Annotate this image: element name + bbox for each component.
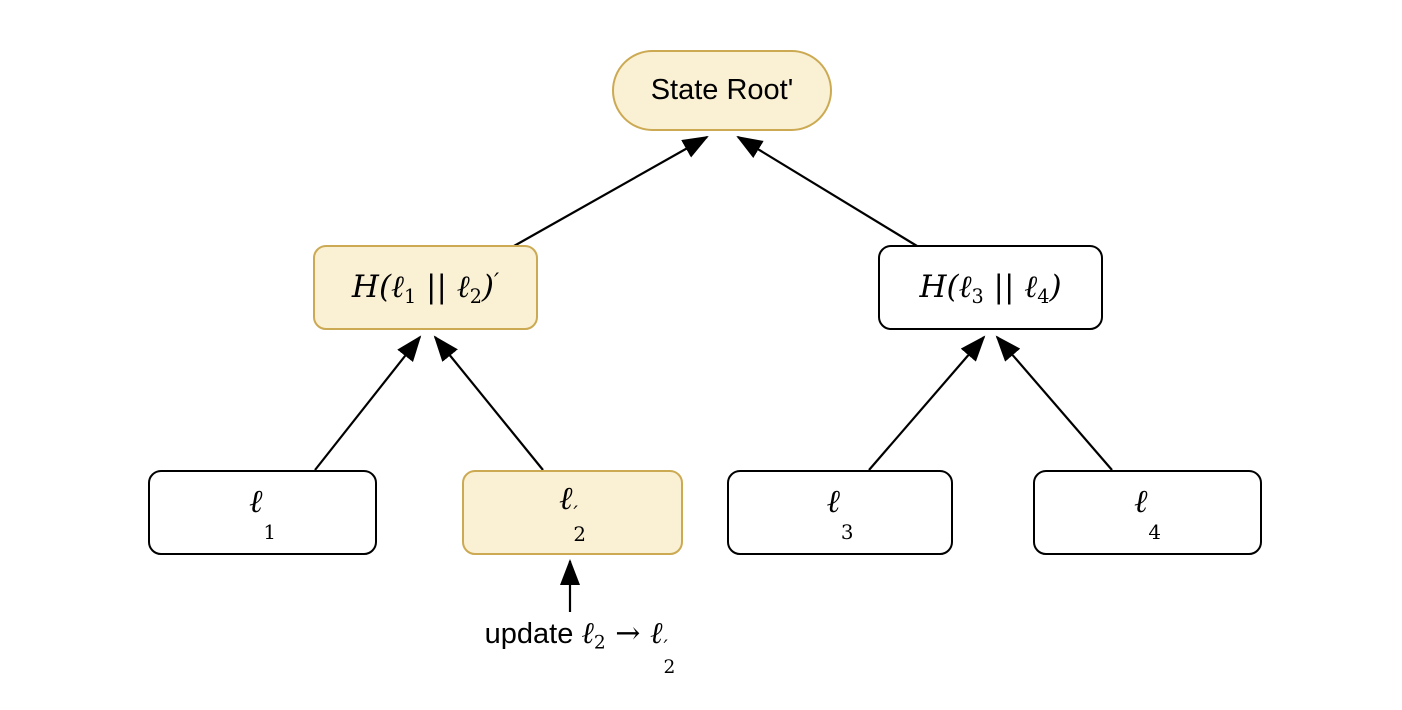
edge-hash12-to-root bbox=[513, 136, 709, 247]
hash-left-label: H(ℓ1 || ℓ2)′ bbox=[351, 269, 500, 308]
update-annotation-prefix: update bbox=[484, 618, 582, 650]
edge-leaf4-to-hash34 bbox=[995, 335, 1113, 471]
hash-right-label: H(ℓ3 || ℓ4) bbox=[919, 269, 1062, 308]
node-state-root: State Root' bbox=[612, 50, 832, 131]
edge-leaf1-to-hash12 bbox=[314, 335, 422, 471]
edge-leaf3-to-hash34 bbox=[868, 335, 986, 471]
edge-leaf2-to-hash12 bbox=[433, 335, 544, 471]
node-leaf-2: ℓ′2 bbox=[462, 470, 683, 555]
node-hash-left: H(ℓ1 || ℓ2)′ bbox=[313, 245, 538, 330]
update-annotation: update ℓ2 → ℓ′2 bbox=[440, 616, 720, 710]
node-hash-right: H(ℓ3 || ℓ4) bbox=[878, 245, 1103, 330]
update-annotation-to: ℓ′2 bbox=[649, 616, 676, 678]
update-annotation-arrow: → bbox=[605, 616, 650, 651]
edge-hash34-to-root bbox=[736, 135, 918, 247]
state-root-label: State Root' bbox=[650, 74, 794, 106]
update-annotation-from: ℓ2 bbox=[581, 616, 606, 654]
leaf-2-label: ℓ′2 bbox=[559, 479, 586, 546]
